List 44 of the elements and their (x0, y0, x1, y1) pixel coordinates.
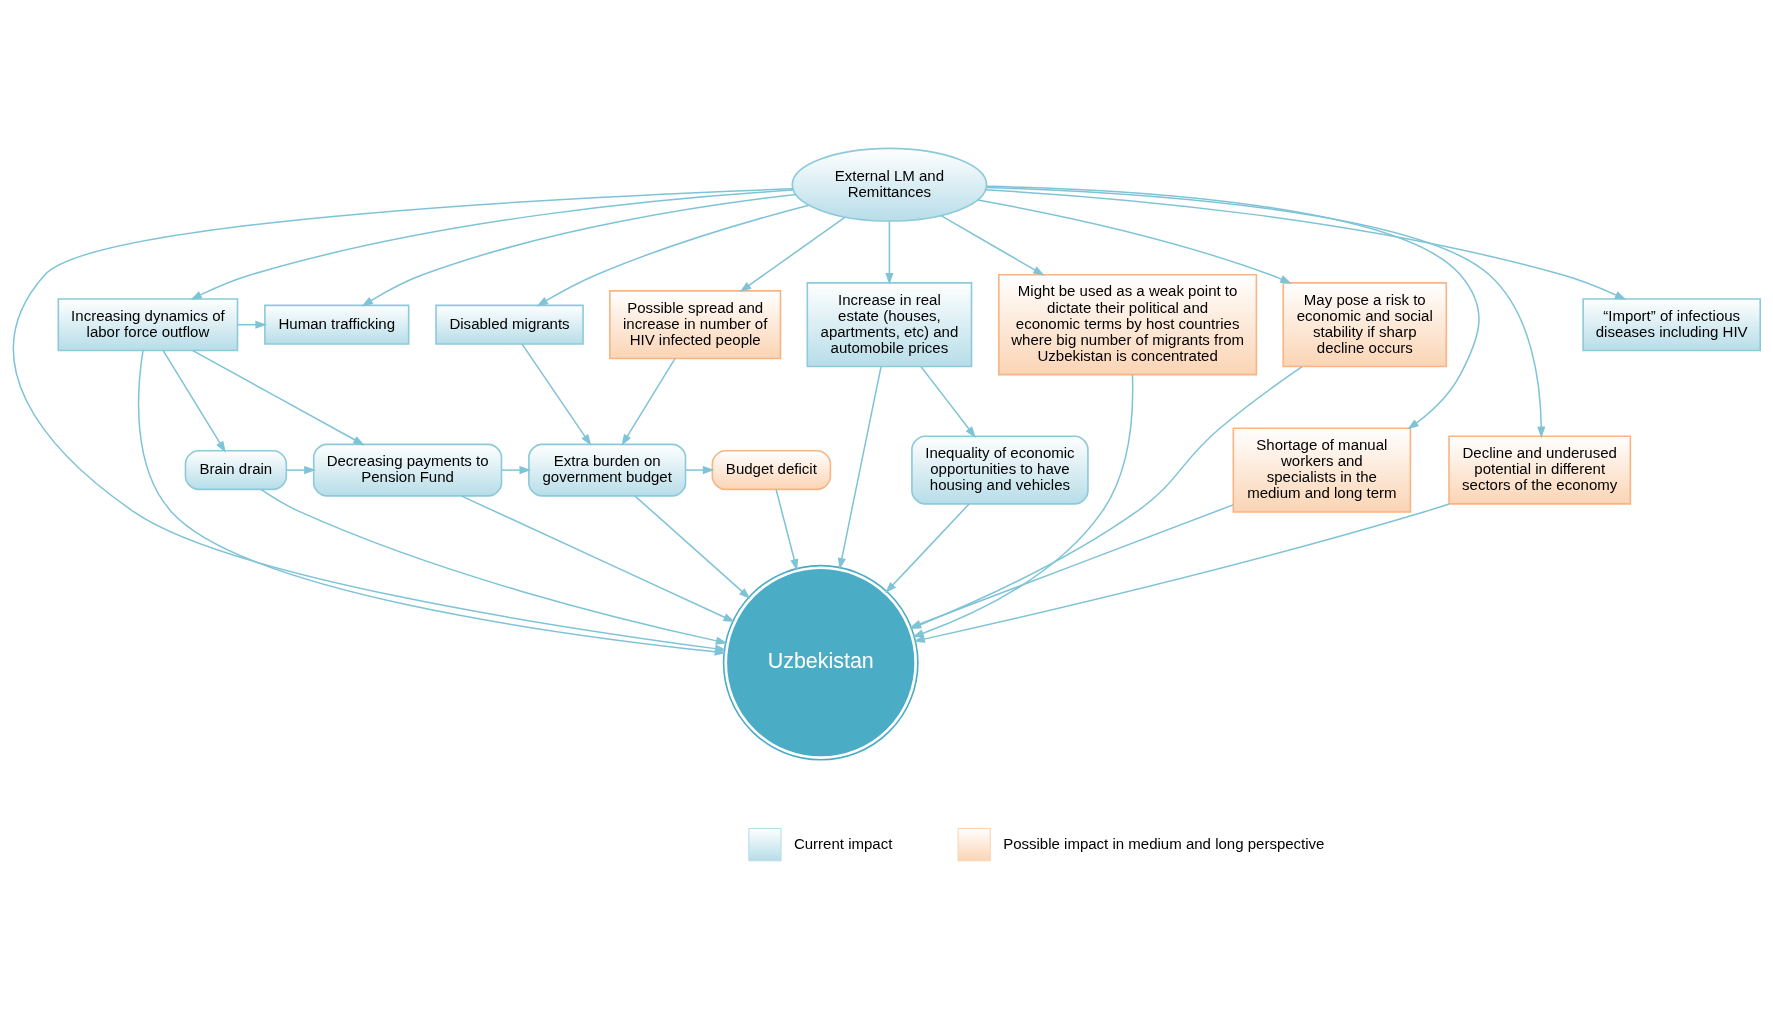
node-box: Brain drain (184, 449, 288, 491)
node-ellipse: External LM and Remittances (791, 147, 988, 222)
arrow (940, 214, 1045, 276)
node-box: Increasing dynamics of labor force outflow (57, 298, 239, 352)
node-box: Human trafficking (264, 304, 410, 345)
arrow (162, 349, 226, 453)
node-box: Disabled migrants (435, 304, 584, 345)
arrow (885, 503, 970, 594)
legend-label: Possible impact in medium and long perspective (1003, 834, 1325, 852)
arrow (985, 186, 1546, 439)
arrow (985, 185, 1480, 430)
arrow (536, 204, 810, 307)
node-box: Possible spread and increase in number of HIV infected people (609, 290, 782, 360)
node-box: Inequality of economic opportunities to have housing and vehicles (911, 435, 1089, 505)
arrow (190, 189, 794, 300)
node-box: Decreasing payments to Pension Fund (312, 443, 503, 497)
arrow (285, 466, 316, 475)
arrow (260, 488, 728, 645)
node-box: Shortage of manual workers and specialists in the medium and long term (1232, 427, 1412, 513)
arrow (236, 320, 267, 329)
arrow (775, 488, 799, 571)
arrow (192, 349, 365, 446)
arrow (739, 216, 846, 292)
arrow (460, 495, 735, 623)
arrow (521, 343, 592, 446)
arrow (634, 495, 751, 599)
arrow (500, 466, 532, 475)
arrow (984, 189, 1627, 300)
arrow (913, 503, 1450, 643)
arrow (837, 365, 882, 570)
arrow (977, 199, 1292, 284)
node-box: May pose a risk to economic and social stability if sharp decline occurs (1282, 282, 1448, 368)
node-box: “Import” of infectious diseases including HIV (1582, 298, 1761, 352)
node-box: Decline and underused potential in different sectors of the economy (1448, 435, 1632, 505)
arrow (361, 193, 797, 307)
arrow (685, 466, 715, 475)
legend-label: Current impact (793, 834, 893, 852)
node-box: Extra burden on government budget (528, 443, 687, 497)
arrow (920, 366, 976, 438)
node-box: Increase in real estate (houses, apartments, etc) and automobile prices (806, 282, 973, 368)
node-box: Budget deficit (711, 449, 832, 491)
arrow (885, 220, 894, 285)
arrow (621, 357, 676, 446)
node-box: Might be used as a weak point to dictate their political and economic terms by host countries where big number of migrants from Uzbekistan is concentrated (998, 274, 1258, 376)
